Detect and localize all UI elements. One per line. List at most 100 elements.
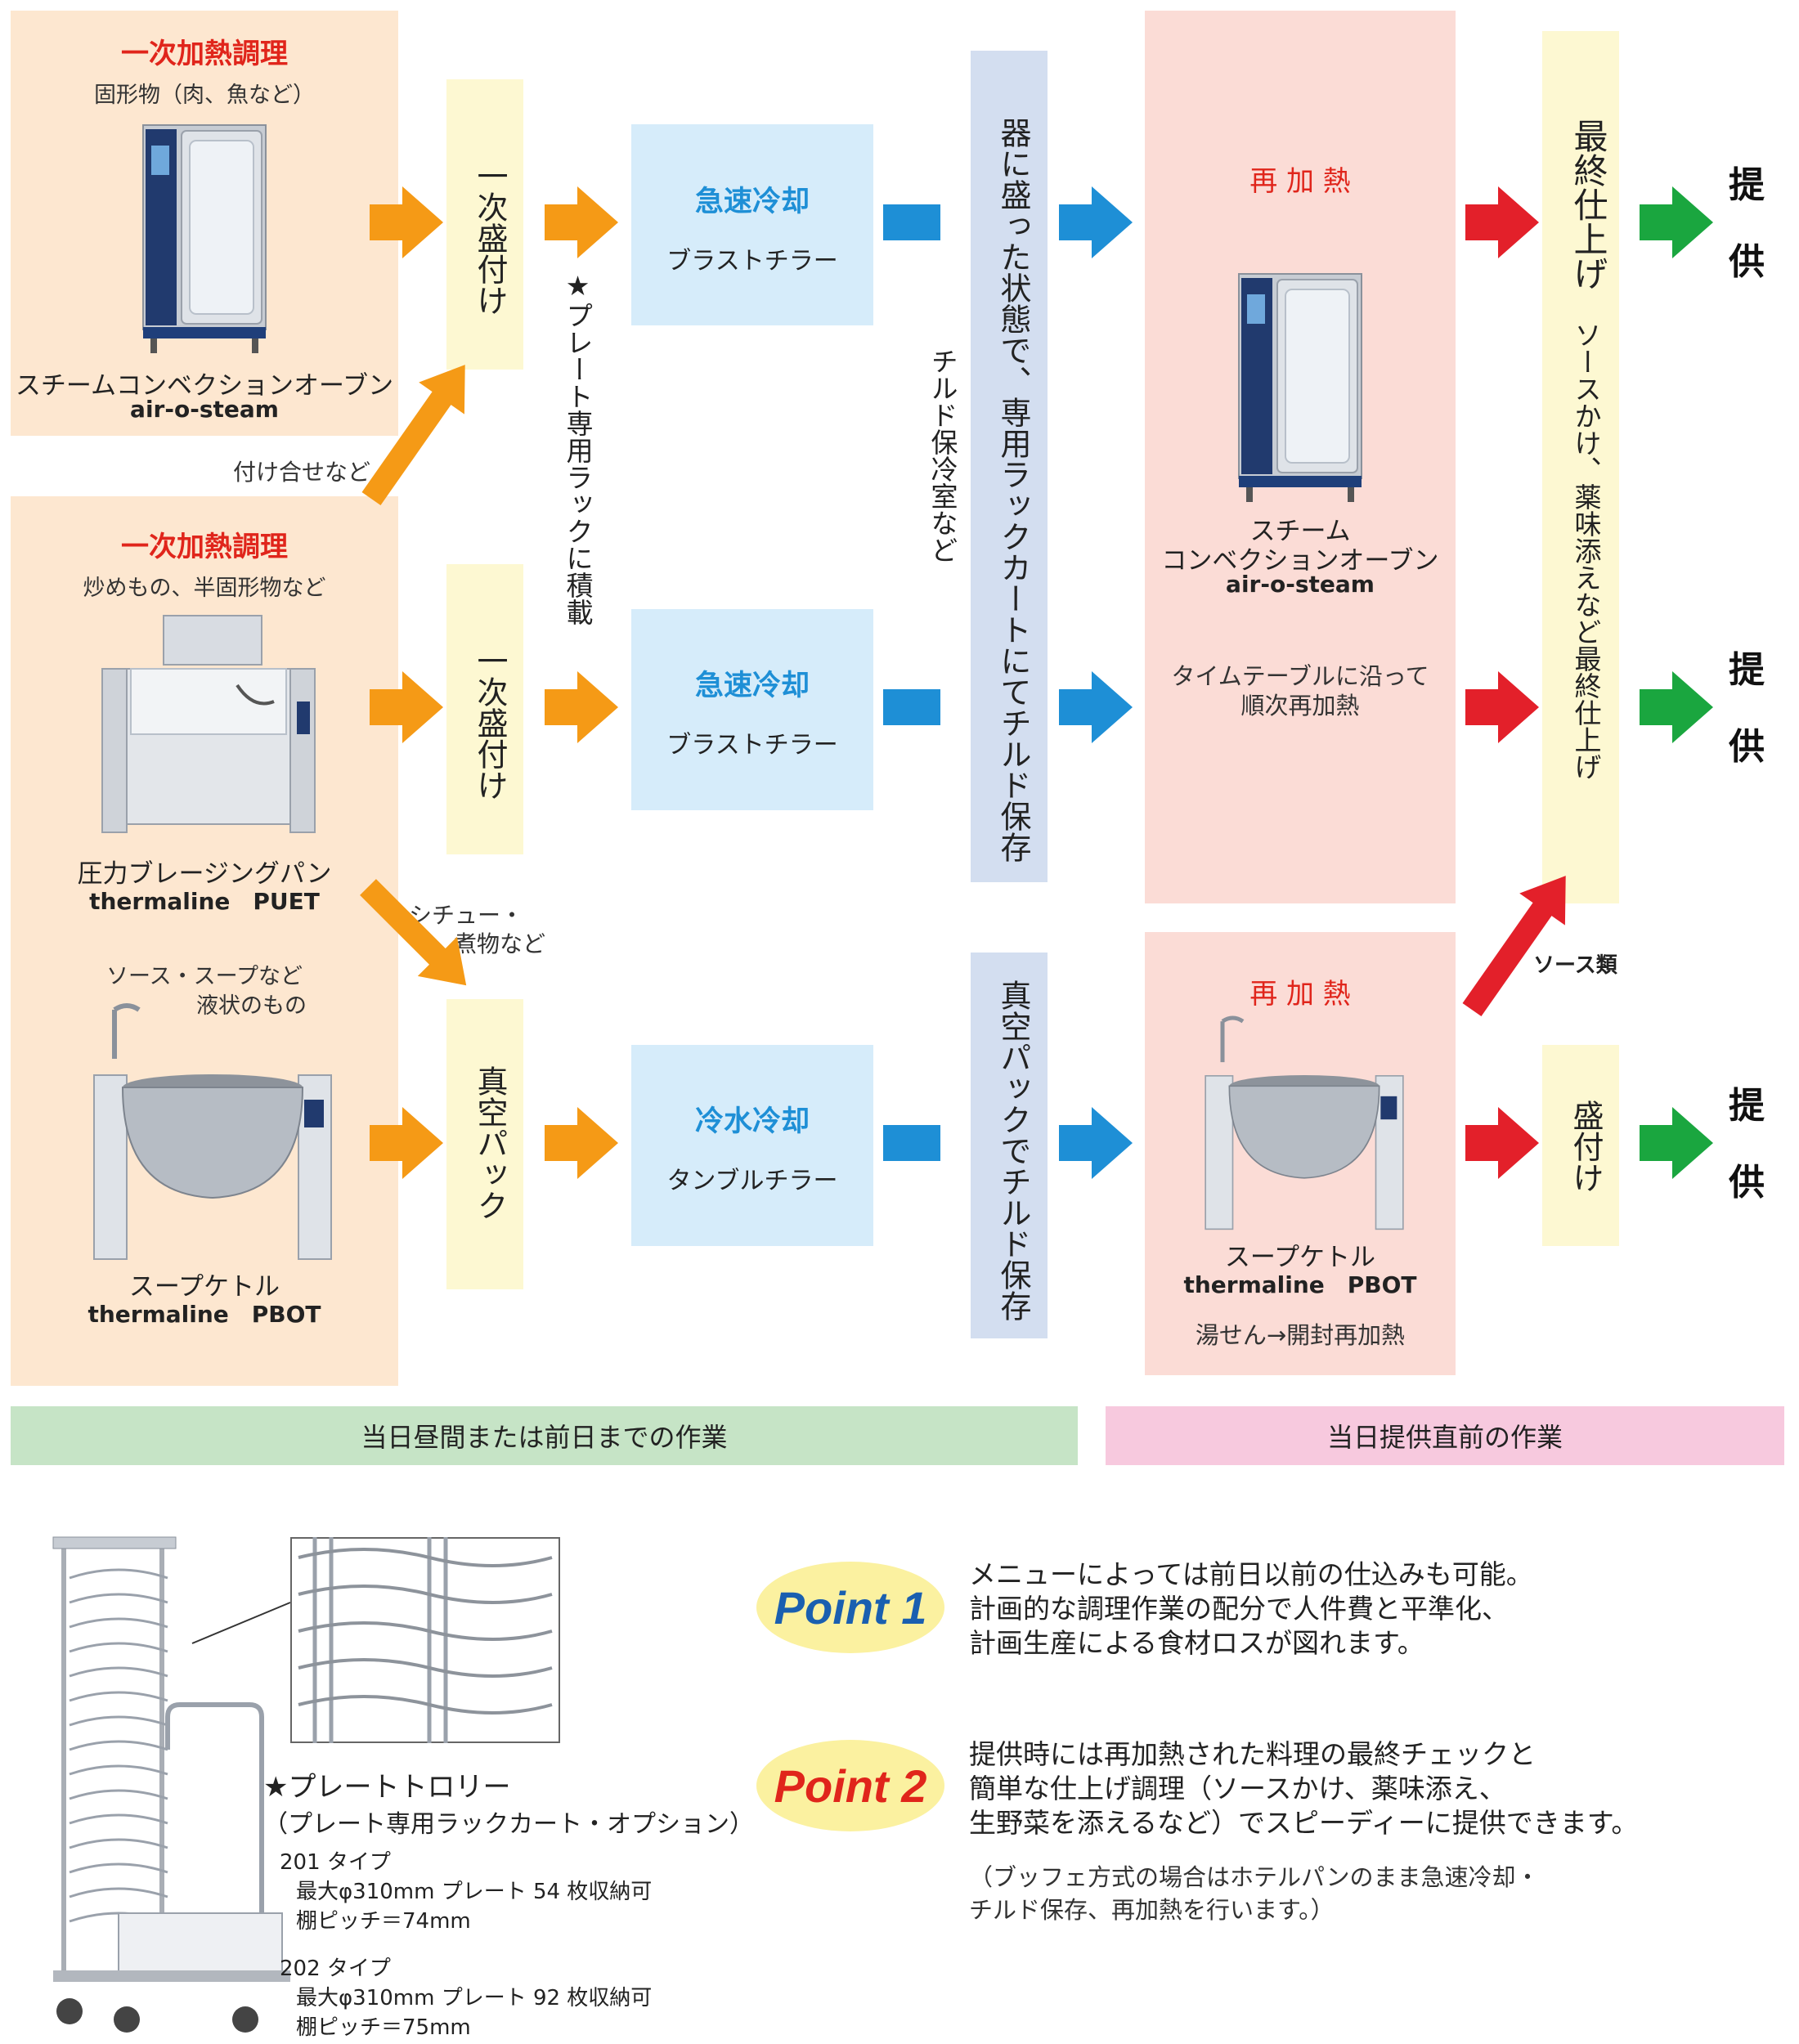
reheat-oven-name-line2: コンベクションオーブン <box>1161 546 1439 576</box>
blue-arrow-2 <box>1059 671 1133 743</box>
trolley-type1-line1: 最大φ310mm プレート 54 枚収納可 <box>296 1880 653 1904</box>
annotation-chilled-room: チルド保冷室など <box>926 347 958 563</box>
plating-box-1 <box>446 79 523 370</box>
plating-box-2 <box>446 564 523 854</box>
serve-label-1: 提供 <box>1729 164 1765 283</box>
rack-detail-image <box>290 1537 560 1746</box>
orange-arrow-4 <box>545 671 618 743</box>
reheat-title-bottom: 再 加 熱 <box>1249 978 1351 1011</box>
chiller-box-3 <box>631 1045 873 1246</box>
orange-arrow-6 <box>545 1107 618 1179</box>
flow-arrows <box>360 186 1713 1179</box>
machine-model-top: air-o-steam <box>130 396 279 423</box>
band-before: 当日昼間または前日までの作業 <box>11 1406 1078 1465</box>
blue-bar-1 <box>883 204 940 240</box>
machine-model-mid: thermaline PUET <box>89 888 320 915</box>
chiller-title-1: 急速冷却 <box>694 186 810 218</box>
orange-diag-down <box>360 879 467 986</box>
annotation-plate-rack: ★プレート専用ラックに積載 <box>562 270 594 625</box>
orange-diag-up <box>361 365 465 506</box>
serve-label-3: 提供 <box>1729 1085 1765 1204</box>
point2-line3: 生野菜を添えるなど）でスピーディーに提供できます。 <box>969 1807 1639 1839</box>
chiller-box-2 <box>631 609 873 810</box>
reheat-note-line2: 順次再加熱 <box>1240 692 1360 719</box>
reheat-oven-model: air-o-steam <box>1226 571 1375 598</box>
finish-box <box>1542 31 1619 903</box>
point1-line3: 計画生産による食材ロスが図れます。 <box>969 1627 1424 1659</box>
finish-title: 最終仕上げ <box>1568 119 1608 290</box>
soup-kettle-image <box>90 993 335 1266</box>
steam-oven-image <box>139 121 270 357</box>
vacuum-box <box>446 999 523 1289</box>
point1-badge: Point 1 <box>756 1562 944 1653</box>
buffet-note-line2: チルド保存、再加熱を行います。） <box>969 1896 1335 1924</box>
blue-arrow-3 <box>1059 1107 1133 1179</box>
red-arrow-3 <box>1465 1107 1539 1179</box>
cooking-title-mid: 一次加熱調理 <box>121 531 288 563</box>
green-arrow-2 <box>1640 671 1713 743</box>
storage-label-1: 器に盛った状態で、専用ラックカートにてチルド保存 <box>995 117 1031 863</box>
trolley-title: ★プレートトロリー <box>263 1771 511 1804</box>
vacuum-label: 真空パック <box>472 1065 508 1221</box>
cooking-subtitle-top: 固形物（肉、魚など） <box>94 83 315 108</box>
reheat-oven-name-line1: スチーム <box>1249 517 1351 546</box>
reheat-kettle-note: 湯せん→開封再加熱 <box>1195 1321 1406 1349</box>
blue-arrow-1 <box>1059 186 1133 258</box>
orange-arrow-2 <box>545 186 618 258</box>
chiller-title-2: 急速冷却 <box>694 670 810 702</box>
trolley-type1: 201 タイプ <box>280 1850 391 1875</box>
reheat-note-line1: タイムテーブルに沿って <box>1171 662 1429 690</box>
green-arrow-3 <box>1640 1107 1713 1179</box>
storage-box-2 <box>971 953 1048 1338</box>
storage-label-2: 真空パックでチルド保存 <box>995 979 1031 1321</box>
green-arrow-1 <box>1640 186 1713 258</box>
chiller-sub-1: ブラストチラー <box>666 247 838 276</box>
reheat-kettle-model: thermaline PBOT <box>1183 1271 1417 1298</box>
orange-arrow-5 <box>370 1107 443 1179</box>
point2-line2: 簡単な仕上げ調理（ソースかけ、薬味添え、 <box>969 1773 1506 1804</box>
serve-label-2: 提供 <box>1729 649 1765 768</box>
zoom-callout-line <box>191 1602 291 1644</box>
annotation-tsukeawase: 付け合せなど <box>233 459 371 486</box>
soup-note-line1: ソース・スープなど <box>106 964 303 989</box>
reheat-kettle-image <box>1202 1006 1406 1238</box>
chiller-title-3: 冷水冷却 <box>694 1105 810 1138</box>
orange-arrow-1 <box>370 186 443 258</box>
final-plating-label: 盛付け <box>1568 1100 1604 1193</box>
soup-note-line2: 液状のもの <box>196 993 307 1019</box>
band-just-before: 当日提供直前の作業 <box>1106 1406 1784 1465</box>
machine-name-mid: 圧力ブレージングパン <box>77 859 332 889</box>
soup-kettle-model: thermaline PBOT <box>87 1301 321 1328</box>
plate-trolley-image <box>45 1529 307 2039</box>
point2-line1: 提供時には再加熱された料理の最終チェックと <box>969 1738 1536 1770</box>
reheat-kettle-name: スープケトル <box>1224 1243 1376 1272</box>
plating-label-1: 一次盛付け <box>472 160 508 316</box>
plating-label-2: 一次盛付け <box>472 645 508 800</box>
red-arrow-2 <box>1465 671 1539 743</box>
trolley-type2-line1: 最大φ310mm プレート 92 枚収納可 <box>296 1986 653 2010</box>
braising-pan-image <box>98 612 319 840</box>
trolley-type2-line2: 棚ピッチ＝75mm <box>296 2015 471 2040</box>
blue-bar-2 <box>883 689 940 725</box>
cooking-title-top: 一次加熱調理 <box>121 38 288 70</box>
final-plating-box <box>1542 1045 1619 1246</box>
chiller-sub-2: ブラストチラー <box>666 731 838 760</box>
reheat-title-top: 再 加 熱 <box>1249 165 1351 198</box>
trolley-subtitle: （プレート専用ラックカート・オプション） <box>263 1810 754 1839</box>
annotation-stew-line1: シチュー・ <box>409 902 524 929</box>
orange-arrow-3 <box>370 671 443 743</box>
red-arrow-1 <box>1465 186 1539 258</box>
trolley-type2: 202 タイプ <box>280 1957 391 1981</box>
soup-kettle-name: スープケトル <box>128 1272 280 1302</box>
blue-bar-3 <box>883 1125 940 1161</box>
storage-box-1 <box>971 51 1048 882</box>
finish-desc: ソースかけ、薬味添えなど最終仕上げ <box>1570 321 1602 780</box>
reheat-oven-image <box>1235 270 1366 506</box>
annotation-sauce: ソース類 <box>1533 953 1617 978</box>
buffet-note-line1: （ブッフェ方式の場合はホテルパンのまま急速冷却・ <box>969 1863 1540 1891</box>
cooking-subtitle-mid: 炒めもの、半固形物など <box>83 576 326 601</box>
annotation-stew-line2: 煮物など <box>454 930 546 957</box>
red-diag-up <box>1462 876 1566 1017</box>
point2-badge: Point 2 <box>756 1740 944 1831</box>
trolley-type1-line2: 棚ピッチ＝74mm <box>296 1909 471 1934</box>
